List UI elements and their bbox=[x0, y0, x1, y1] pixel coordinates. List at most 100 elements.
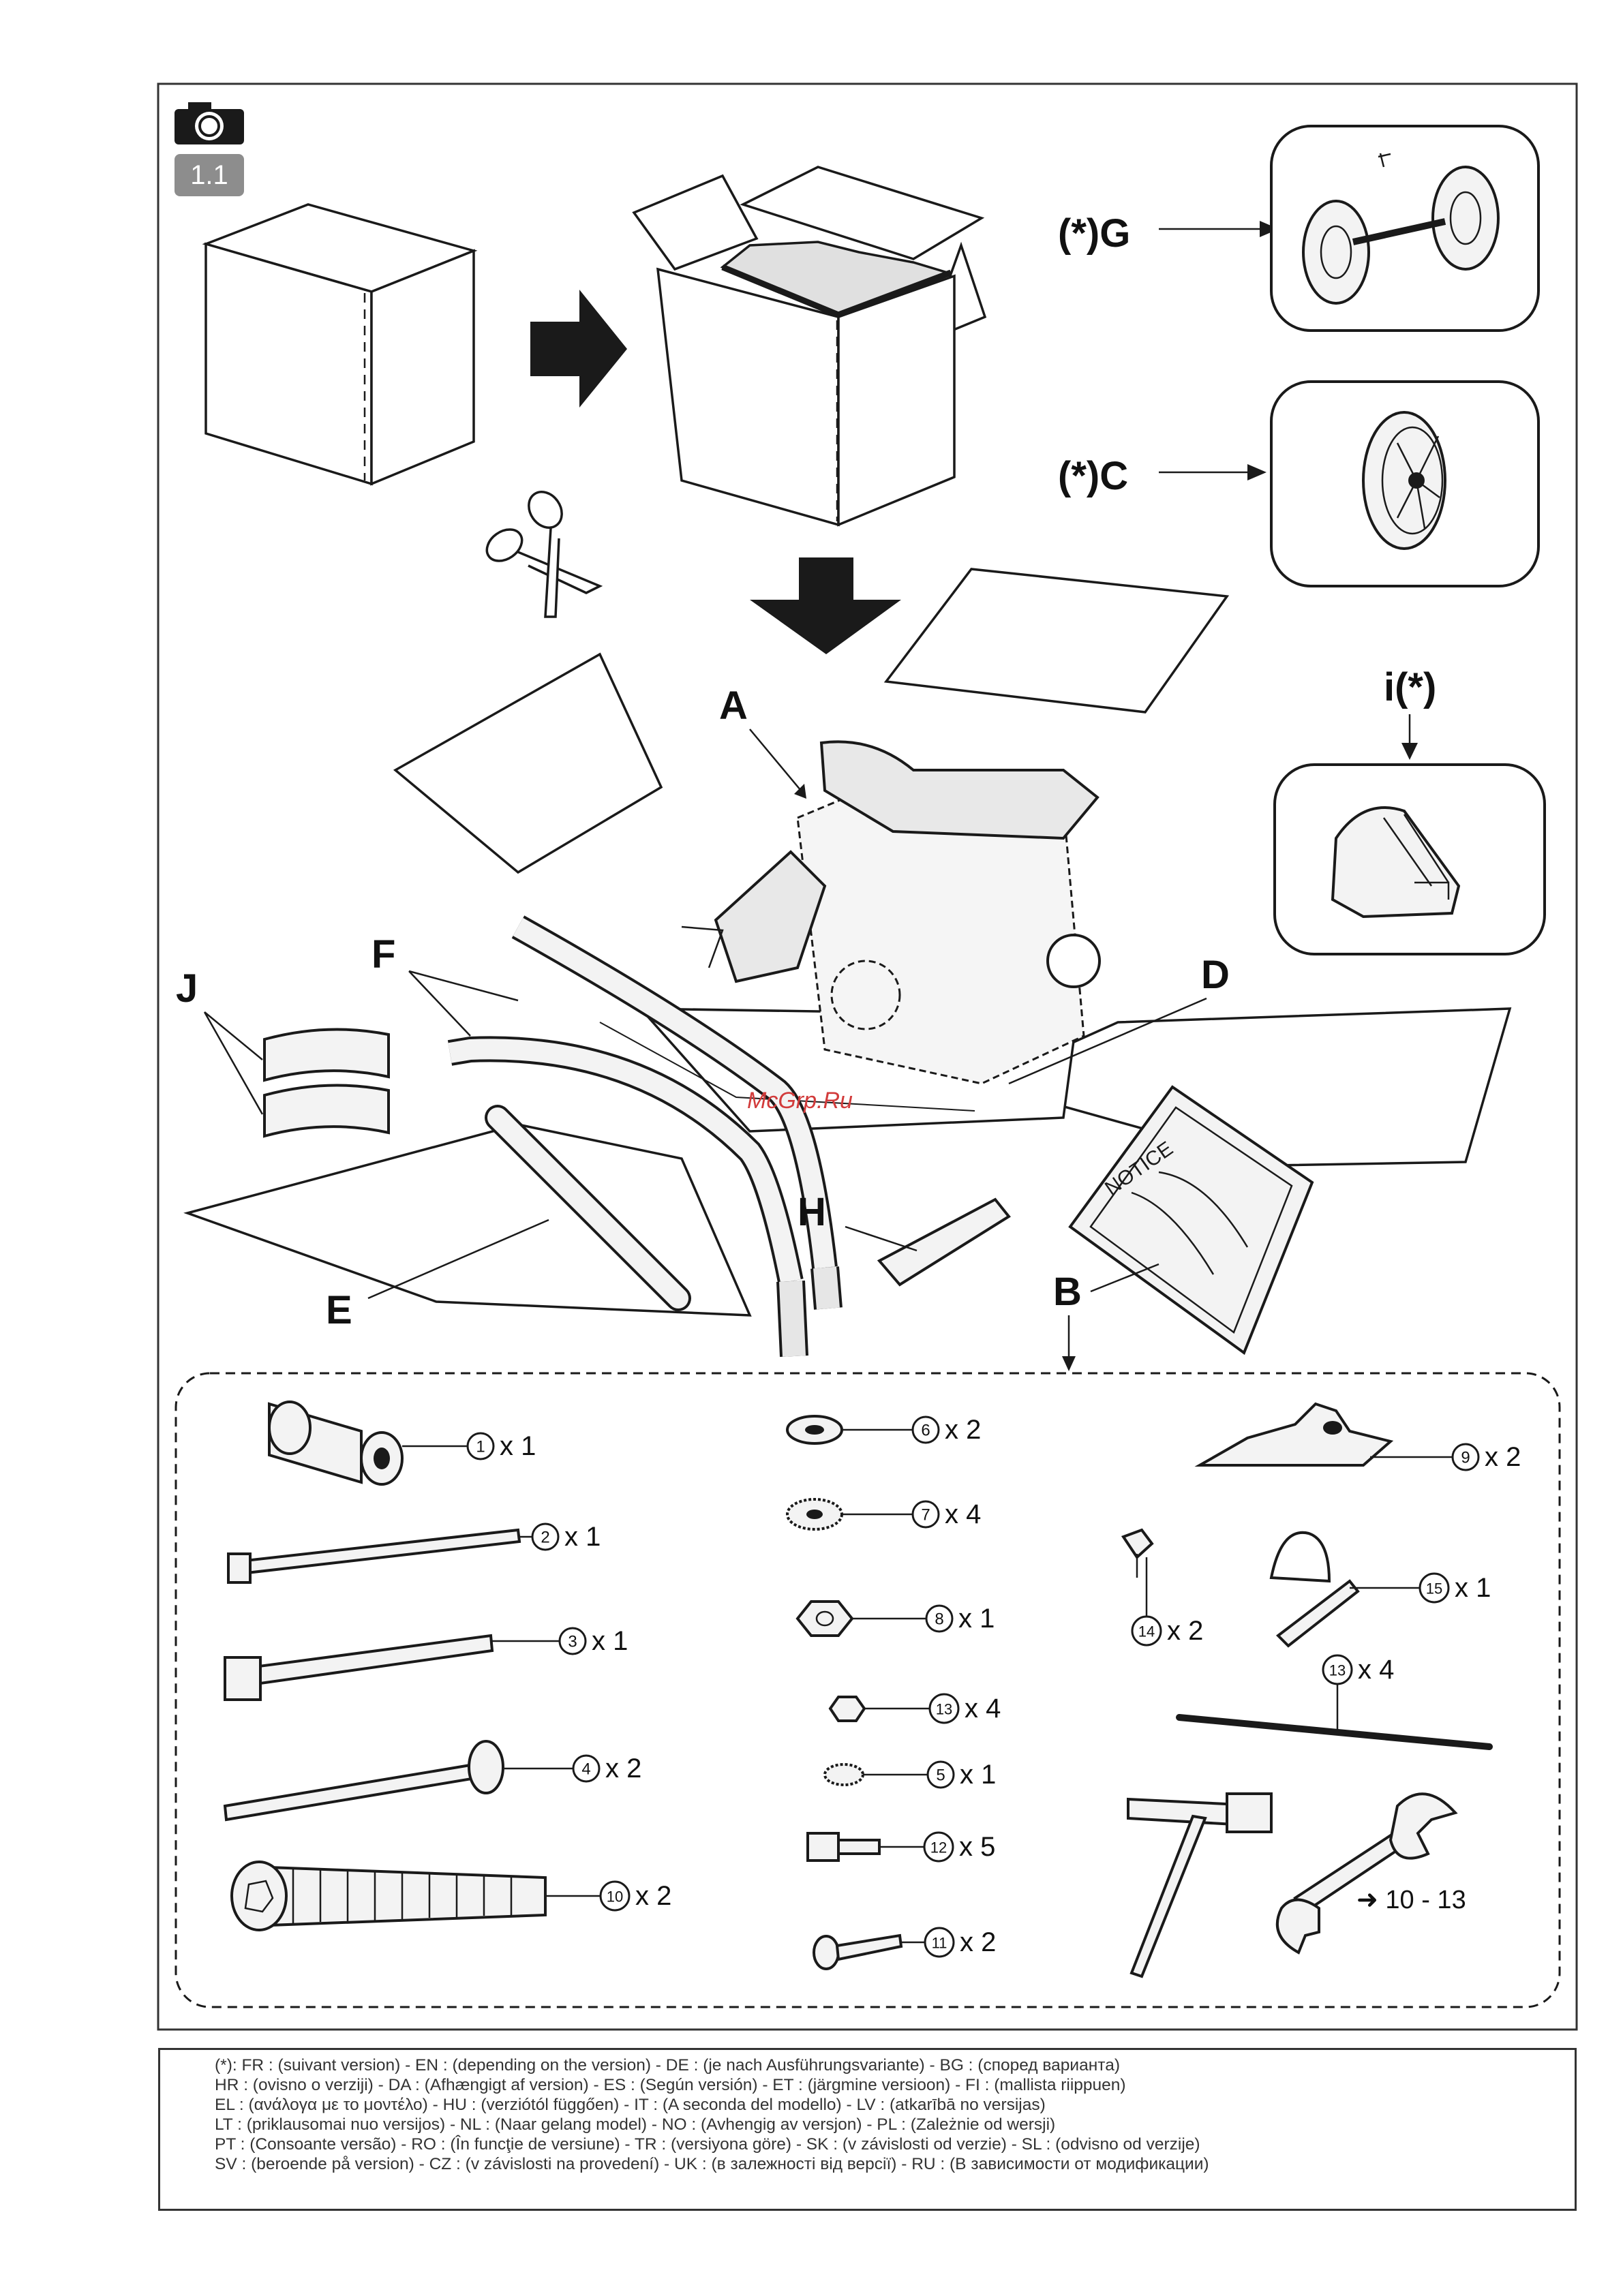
svg-text:x 2: x 2 bbox=[1485, 1442, 1521, 1472]
option-g-panel bbox=[1270, 125, 1540, 332]
svg-text:x 2: x 2 bbox=[635, 1881, 671, 1911]
closed-box bbox=[202, 203, 478, 486]
callout-6: 6 x 2 bbox=[911, 1415, 981, 1445]
label-f: F bbox=[371, 932, 395, 977]
footnote-line: HR : (ovisno o verziji) - DA : (Afhængig… bbox=[215, 2076, 1126, 2094]
svg-text:5: 5 bbox=[936, 1766, 945, 1785]
callout-1: 1 x 1 bbox=[466, 1431, 536, 1461]
svg-text:8: 8 bbox=[935, 1610, 943, 1629]
part-10-screw bbox=[230, 1861, 547, 1931]
callout-14: 14 x 2 bbox=[1131, 1615, 1203, 1647]
svg-text:7: 7 bbox=[921, 1506, 930, 1525]
svg-text:13: 13 bbox=[1329, 1662, 1346, 1679]
callout-9: 9 x 2 bbox=[1451, 1442, 1521, 1472]
part-4-bolt bbox=[223, 1740, 504, 1822]
svg-text:x 2: x 2 bbox=[945, 1415, 981, 1445]
svg-text:x 1: x 1 bbox=[500, 1431, 536, 1461]
footnote-line: PT : (Consoante versão) - RO : (În funcţ… bbox=[215, 2135, 1200, 2154]
arrow-down-icon bbox=[750, 557, 901, 654]
version-footnote: (*): FR : (suivant version) - EN : (depe… bbox=[158, 2048, 1577, 2211]
callout-8: 8 x 1 bbox=[925, 1604, 995, 1634]
part-9-clip bbox=[1194, 1402, 1394, 1467]
footnote-line: SV : (beroende på version) - CZ : (v záv… bbox=[215, 2155, 1209, 2173]
svg-text:x 4: x 4 bbox=[945, 1499, 981, 1529]
svg-text:2: 2 bbox=[541, 1529, 549, 1547]
part-13-rod bbox=[1176, 1714, 1493, 1750]
part-13-nut bbox=[828, 1696, 866, 1722]
callout-13-nut: 13 x 4 bbox=[928, 1693, 1001, 1724]
label-i: i(*) bbox=[1384, 665, 1436, 709]
footnote-line: LT : (priklausomai nuo versijos) - NL : … bbox=[215, 2115, 1056, 2134]
part-1-spacer bbox=[268, 1400, 404, 1486]
svg-text:x 1: x 1 bbox=[564, 1522, 601, 1552]
label-e: E bbox=[326, 1288, 352, 1332]
part-h bbox=[877, 1197, 1011, 1287]
callout-5: 5 x 1 bbox=[926, 1760, 996, 1790]
camera-icon bbox=[175, 102, 244, 144]
part-2-bolt bbox=[227, 1528, 521, 1584]
svg-text:10: 10 bbox=[607, 1888, 623, 1905]
label-a: A bbox=[719, 684, 748, 728]
part-11-screw bbox=[813, 1933, 903, 1970]
svg-text:x 2: x 2 bbox=[605, 1754, 641, 1784]
label-h: H bbox=[798, 1190, 826, 1234]
open-carton bbox=[183, 568, 1512, 1317]
callout-10: 10 x 2 bbox=[599, 1880, 671, 1912]
callout-4: 4 x 2 bbox=[572, 1754, 641, 1784]
callout-7: 7 x 4 bbox=[911, 1499, 981, 1529]
part-7-lock-washer bbox=[786, 1498, 843, 1531]
label-g: (*)G bbox=[1058, 211, 1130, 256]
svg-text:x 1: x 1 bbox=[1455, 1573, 1491, 1603]
part-12-flange-bolt bbox=[806, 1832, 881, 1862]
option-i-panel bbox=[1273, 763, 1546, 955]
svg-text:12: 12 bbox=[930, 1839, 947, 1856]
handlebar-parts bbox=[447, 915, 843, 1357]
label-d: D bbox=[1201, 953, 1230, 997]
part-5-lock-washer bbox=[823, 1763, 864, 1786]
part-callouts: 1 x 1 2 x 1 3 x 1 4 x 2 10 x 2 6 x 2 bbox=[466, 1415, 1521, 1958]
part-15-pin bbox=[1269, 1531, 1360, 1648]
callout-2: 2 x 1 bbox=[531, 1522, 601, 1552]
callout-3: 3 x 1 bbox=[558, 1626, 628, 1656]
parts-box bbox=[175, 1372, 1561, 2008]
part-14-knob bbox=[1121, 1528, 1154, 1578]
callout-15: 15 x 1 bbox=[1419, 1572, 1491, 1604]
spanner-wrench-icon bbox=[1275, 1792, 1458, 1955]
pads-j bbox=[263, 1028, 390, 1138]
svg-text:6: 6 bbox=[921, 1422, 930, 1440]
svg-text:11: 11 bbox=[932, 1935, 947, 1952]
footnote-line: (*): FR : (suivant version) - EN : (depe… bbox=[215, 2056, 1120, 2075]
watermark: McGrp.Ru bbox=[747, 1088, 853, 1114]
label-j: J bbox=[176, 966, 198, 1011]
part-3-bolt bbox=[224, 1634, 494, 1701]
part-6-washer bbox=[786, 1415, 843, 1445]
svg-text:x 2: x 2 bbox=[960, 1927, 996, 1957]
svg-text:9: 9 bbox=[1461, 1449, 1470, 1467]
step-badge bbox=[175, 154, 244, 196]
svg-text:15: 15 bbox=[1426, 1580, 1442, 1597]
machine-tiller bbox=[681, 740, 1101, 1085]
part-8-nut bbox=[795, 1600, 854, 1637]
bag-b bbox=[1068, 1085, 1314, 1356]
svg-text:x 1: x 1 bbox=[592, 1626, 628, 1656]
arrow-right-icon bbox=[530, 290, 627, 408]
svg-text:x 2: x 2 bbox=[1167, 1616, 1203, 1646]
callout-13-rod: 13 x 4 bbox=[1322, 1654, 1394, 1685]
svg-text:x 5: x 5 bbox=[959, 1832, 995, 1862]
svg-text:3: 3 bbox=[568, 1633, 577, 1651]
svg-text:x 1: x 1 bbox=[960, 1760, 996, 1790]
svg-text:1: 1 bbox=[476, 1438, 485, 1456]
open-box bbox=[632, 166, 987, 527]
callout-11: 11 x 2 bbox=[924, 1927, 996, 1958]
wrench-range: ➜ 10 - 13 bbox=[1356, 1886, 1466, 1914]
label-b: B bbox=[1053, 1270, 1082, 1314]
footnote-line: EL : (ανάλογα με το μοντέλο) - HU : (ver… bbox=[215, 2096, 1046, 2114]
step-badge-text: 1.1 bbox=[190, 160, 228, 190]
label-c: (*)C bbox=[1058, 454, 1128, 498]
svg-text:x 4: x 4 bbox=[1358, 1655, 1394, 1685]
svg-text:4: 4 bbox=[581, 1760, 590, 1779]
svg-text:x 1: x 1 bbox=[958, 1604, 995, 1634]
figure-frame bbox=[157, 82, 1578, 2031]
svg-text:13: 13 bbox=[936, 1701, 952, 1718]
